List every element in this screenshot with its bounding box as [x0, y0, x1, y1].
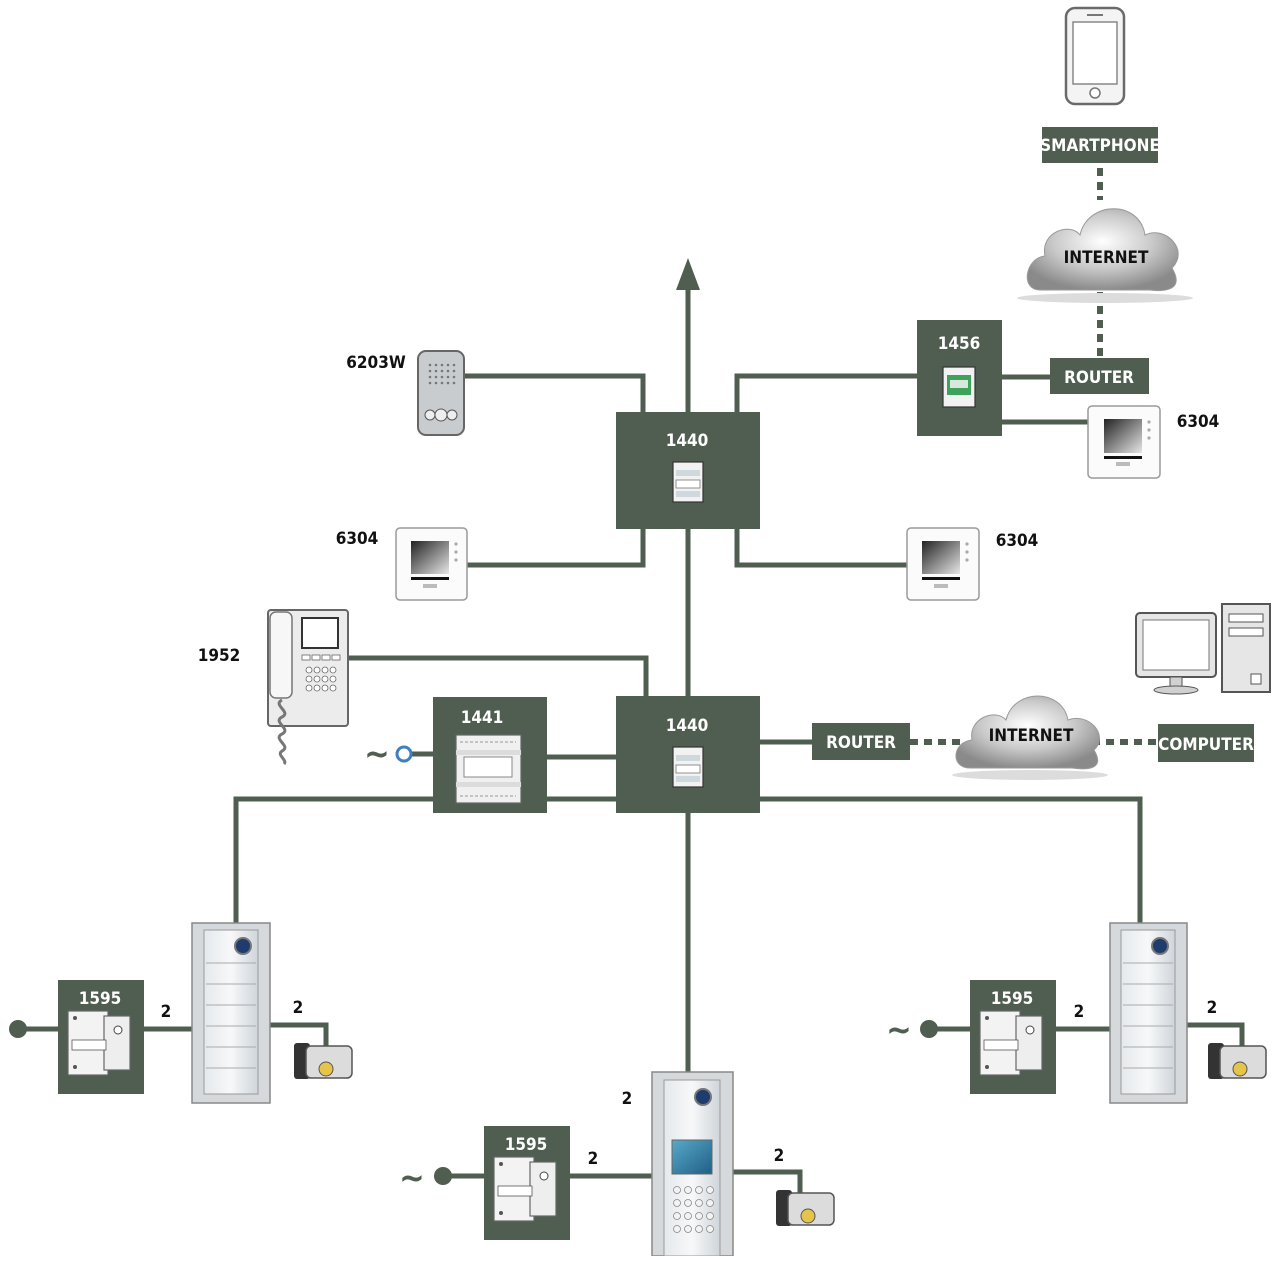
- supply-terminal-icon: [9, 1020, 27, 1038]
- entrance-panel-icon: [1109, 922, 1188, 1104]
- wire-1456: [734, 373, 918, 413]
- power-supply-icon: [455, 734, 522, 804]
- wire-count-right-a: 2: [1074, 1002, 1085, 1022]
- wire-count-left-b: 2: [293, 998, 304, 1018]
- electric-lock-icon: [776, 1190, 835, 1226]
- smartphone-label: SMARTPHONE: [1040, 136, 1160, 156]
- wire-1952: [346, 655, 649, 697]
- distributor-module-icon: [672, 746, 704, 788]
- internet-mid-label: INTERNET: [989, 726, 1074, 746]
- wire-6203w: [462, 373, 646, 413]
- video-entrance-panel-icon: [651, 1071, 734, 1257]
- power-supply-icon: [493, 1156, 557, 1222]
- ac-supply-icon: ~: [886, 1010, 912, 1050]
- handset-6203w-label: 6203W: [346, 353, 406, 373]
- device-1440-top-label: 1440: [666, 431, 709, 451]
- ac-supply-icon: ~: [399, 1158, 425, 1198]
- wire-count-bottom-a: 2: [588, 1149, 599, 1169]
- monitor-6304-right-label: 6304: [996, 531, 1039, 551]
- router-mid[interactable]: [812, 723, 910, 760]
- wire-count-right-b: 2: [1207, 998, 1218, 1018]
- video-monitor-icon: [906, 527, 980, 601]
- ac-supply-icon: ~: [364, 734, 390, 774]
- wire-right-branch: [760, 796, 1143, 923]
- video-handset-icon: [267, 609, 349, 766]
- device-1456-label: 1456: [938, 334, 981, 354]
- router-top[interactable]: [1050, 358, 1149, 394]
- wire-left-branch: [233, 796, 617, 923]
- handset-1952-label: 1952: [198, 646, 241, 666]
- supply-terminal-icon: [920, 1020, 938, 1038]
- video-monitor-icon: [395, 527, 468, 601]
- monitor-6304-top-label: 6304: [1177, 412, 1220, 432]
- entrance-panel-icon: [191, 922, 271, 1104]
- wire-6304-left: [467, 528, 646, 568]
- wire-bottom-lock: [733, 1169, 803, 1202]
- device-1595-left-label: 1595: [79, 989, 122, 1009]
- wire-right-lock: [1187, 1022, 1245, 1055]
- wire-6304-right: [734, 528, 907, 568]
- power-supply-icon: [67, 1010, 131, 1076]
- power-supply-icon: [979, 1010, 1043, 1076]
- wires: [22, 168, 1245, 1202]
- cloud-icon-mid: [952, 695, 1108, 780]
- electric-lock-icon: [294, 1043, 353, 1079]
- supply-terminal-icon: [434, 1167, 452, 1185]
- interface-module-icon: [942, 366, 976, 408]
- router-top-label: ROUTER: [1064, 368, 1134, 388]
- wire-count-bottom-b: 2: [774, 1146, 785, 1166]
- computer-label: COMPUTER: [1158, 735, 1254, 755]
- electric-lock-icon: [1208, 1043, 1267, 1079]
- smartphone-label-box: [1042, 127, 1158, 163]
- monitor-6304-left-label: 6304: [336, 529, 379, 549]
- riser-arrow-icon: [676, 258, 700, 290]
- router-mid-label: ROUTER: [826, 733, 896, 753]
- device-1595-right-label: 1595: [991, 989, 1034, 1009]
- computer-box[interactable]: [1158, 724, 1254, 762]
- wire-left-lock: [270, 1022, 329, 1055]
- distributor-module-icon: [672, 461, 704, 503]
- ac-terminal-icon: [395, 745, 413, 763]
- device-1595-bottom-label: 1595: [505, 1135, 548, 1155]
- computer-icon: [1135, 603, 1271, 695]
- device-1440-mid-label: 1440: [666, 716, 709, 736]
- cloud-icon-top: [1017, 208, 1193, 303]
- smartphone-icon: [1064, 6, 1126, 106]
- device-1441-label: 1441: [461, 708, 504, 728]
- internet-top-label: INTERNET: [1064, 248, 1149, 268]
- video-monitor-icon: [1087, 405, 1161, 479]
- intercom-handset-icon: [417, 350, 465, 436]
- wire-count-left-a: 2: [161, 1002, 172, 1022]
- wire-count-bottom-top: 2: [622, 1089, 633, 1109]
